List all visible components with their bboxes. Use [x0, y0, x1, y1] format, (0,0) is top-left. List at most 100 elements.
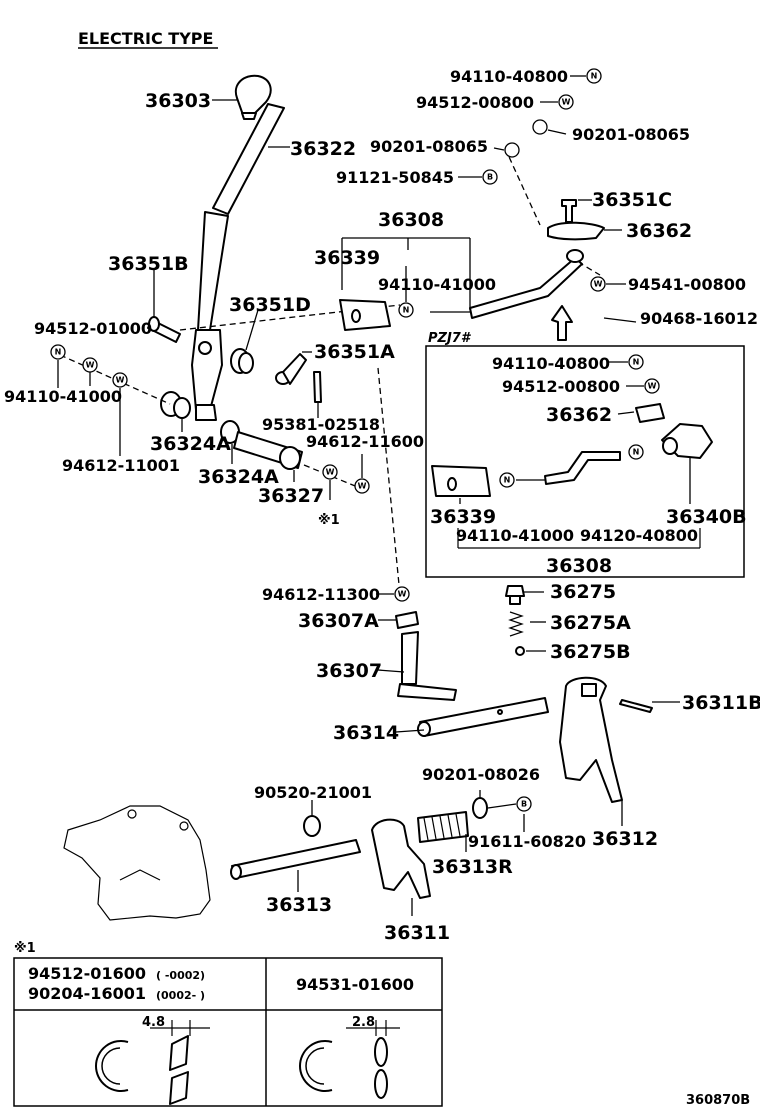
bolt-symbol-91121-50845: B: [482, 169, 498, 185]
label-91121-50845: 91121-50845: [336, 168, 454, 187]
shaft-36314: [417, 697, 549, 737]
svg-text:W: W: [398, 590, 407, 599]
washer-symbol-90201-08065-b: [504, 142, 520, 158]
shift-lever-36322: [191, 103, 285, 421]
label-36324A-lower: 36324A: [198, 466, 279, 488]
svg-text:W: W: [648, 382, 657, 391]
label-36308-inset: 36308: [546, 555, 612, 577]
label-36314: 36314: [333, 722, 399, 744]
label-36339-upper: 36339: [314, 247, 380, 269]
svg-text:N: N: [591, 72, 598, 81]
washer-symbol-94612-11300: W: [394, 586, 410, 602]
label-36339-inset: 36339: [430, 506, 496, 528]
label-94612-11001: 94612-11001: [62, 456, 180, 475]
svg-text:B: B: [487, 173, 493, 182]
bracket-36339-inset: [431, 465, 491, 497]
ring-90520-21001: [303, 815, 321, 837]
bushing-36351D: [230, 348, 254, 374]
fork-36312: [559, 676, 623, 803]
label-36312: 36312: [592, 828, 658, 850]
label-90520-21001: 90520-21001: [254, 783, 372, 802]
label-94110-41000-left: 94110-41000: [4, 387, 122, 406]
rod-36308-upper: [430, 249, 584, 319]
note-left-dimension: 4.8: [142, 1015, 165, 1030]
washer-symbol-94612-11600-b: W: [354, 478, 370, 494]
label-36307: 36307: [316, 660, 382, 682]
nut-symbol-94110-41000-inset: N: [499, 472, 515, 488]
lever-36362-upper: [547, 221, 605, 241]
label-36351D: 36351D: [229, 294, 311, 316]
label-36351B: 36351B: [108, 253, 189, 275]
shaft-36307: [397, 631, 457, 701]
label-94612-11600: 94612-11600: [306, 432, 424, 451]
svg-text:N: N: [633, 358, 640, 367]
svg-text:W: W: [358, 482, 367, 491]
label-94541-00800: 94541-00800: [628, 275, 746, 294]
label-36351A: 36351A: [314, 341, 395, 363]
note-table-mark: ※1: [14, 941, 36, 956]
svg-text:W: W: [594, 280, 603, 289]
transmission-case-outline: [63, 805, 211, 921]
washer-symbol-94612-11001: W: [112, 372, 128, 388]
label-36311: 36311: [384, 922, 450, 944]
note-left-range-2: (0002- ): [156, 989, 205, 1002]
bushing-36324A-upper: [160, 391, 191, 419]
label-36275A: 36275A: [550, 612, 631, 634]
spring-36275A: [508, 611, 524, 637]
label-36324A-upper: 36324A: [150, 433, 231, 455]
ball-36275B: [515, 646, 525, 656]
label-36313R: 36313R: [432, 856, 513, 878]
plug-36275: [505, 585, 525, 605]
nut-36307A: [395, 611, 419, 629]
note-left-range-1: ( -0002): [156, 969, 205, 982]
label-94512-01000: 94512-01000: [34, 319, 152, 338]
note-left-part-1: 94512-01600: [28, 964, 146, 983]
label-36275B: 36275B: [550, 641, 631, 663]
bracket-36339-upper: [339, 299, 391, 331]
rod-36327: [233, 431, 303, 470]
washer-symbol-94612-11600-a: W: [322, 464, 338, 480]
bolt-91611-60820: B: [516, 796, 532, 812]
washer-symbol-94512-01000: W: [82, 357, 98, 373]
label-36311B: 36311B: [682, 692, 760, 714]
label-36362-inset: 36362: [546, 404, 612, 426]
label-90201-08065-right: 90201-08065: [572, 125, 690, 144]
note-table: 94512-01600 ( -0002) 90204-16001 (0002- …: [13, 957, 443, 1107]
svg-text:W: W: [326, 468, 335, 477]
label-94110-41000-inset: 94110-41000: [456, 526, 574, 545]
nut-symbol-94110-40800-inset: N: [628, 354, 644, 370]
nut-symbol-94110-40800-top: N: [586, 68, 602, 84]
label-36362-upper: 36362: [626, 220, 692, 242]
svg-text:N: N: [504, 476, 511, 485]
rod-36308-inset: [516, 451, 621, 485]
label-95381-02518: 95381-02518: [262, 415, 380, 434]
label-90468-16012: 90468-16012: [640, 309, 758, 328]
pin-36311B: [619, 699, 653, 713]
label-94110-40800-top: 94110-40800: [450, 67, 568, 86]
inset-box: [425, 345, 745, 578]
label-36340B: 36340B: [666, 506, 747, 528]
lever-36362-inset: [635, 403, 665, 423]
svg-text:N: N: [403, 306, 410, 315]
label-94110-41000-upper: 94110-41000: [378, 275, 496, 294]
nut-symbol-94110-41000-left: N: [50, 344, 66, 360]
nut-symbol-94110-41000-upper: N: [398, 302, 414, 318]
pin-36351B: [147, 316, 181, 343]
note-mark-label: ※1: [318, 513, 340, 528]
note-left-part-2: 90204-16001: [28, 984, 146, 1003]
model-code-label: PZJ7#: [428, 331, 472, 346]
label-36351C: 36351C: [592, 189, 672, 211]
washer-symbol-94541-00800: W: [590, 276, 606, 292]
label-36322: 36322: [290, 138, 356, 160]
label-36303: 36303: [145, 90, 211, 112]
label-94512-00800-inset: 94512-00800: [502, 377, 620, 396]
washer-90201-08026: [472, 797, 488, 819]
label-36307A: 36307A: [298, 610, 379, 632]
joint-36340B: [661, 423, 713, 459]
label-36308-upper: 36308: [378, 209, 444, 231]
spring-36313R: [417, 811, 469, 843]
svg-text:B: B: [521, 800, 527, 809]
label-36275: 36275: [550, 581, 616, 603]
nut-symbol-94120-40800-inset: N: [628, 444, 644, 460]
